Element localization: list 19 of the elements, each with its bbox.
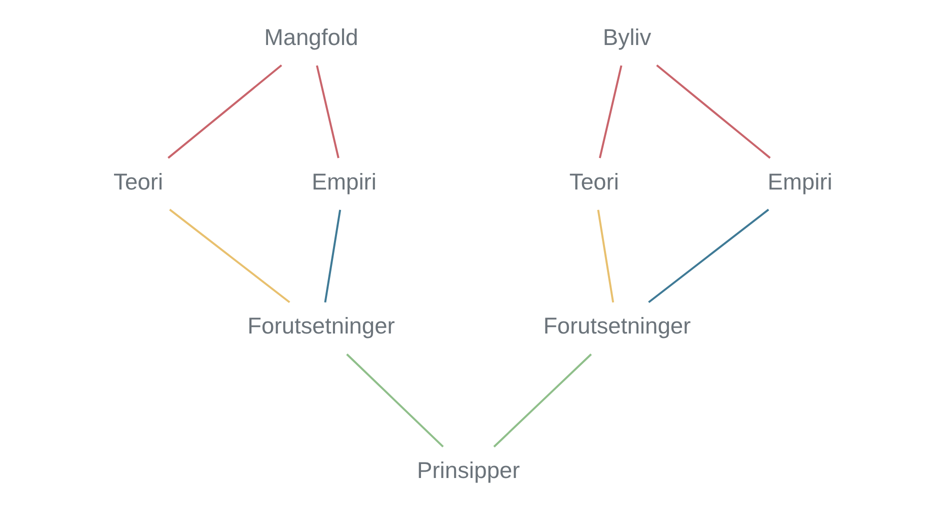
connector <box>169 208 290 304</box>
node-text: Teori <box>114 168 164 194</box>
node-text: Mangfold <box>264 24 358 50</box>
node-text: Forutsetninger <box>248 312 395 339</box>
connector <box>493 354 592 448</box>
node-text: Teori <box>569 168 619 194</box>
node-text: Prinsipper <box>416 456 520 483</box>
connector <box>598 65 622 158</box>
connector <box>597 210 614 303</box>
connector <box>648 208 770 304</box>
node-text: Empiri <box>312 168 376 194</box>
node-text: Forutsetninger <box>543 312 691 339</box>
connector <box>324 210 342 303</box>
node-text: Empiri <box>768 168 832 194</box>
connector <box>656 64 771 159</box>
connector <box>346 354 444 448</box>
connector <box>316 65 340 158</box>
connector <box>168 64 282 159</box>
node-text: Byliv <box>602 24 652 50</box>
